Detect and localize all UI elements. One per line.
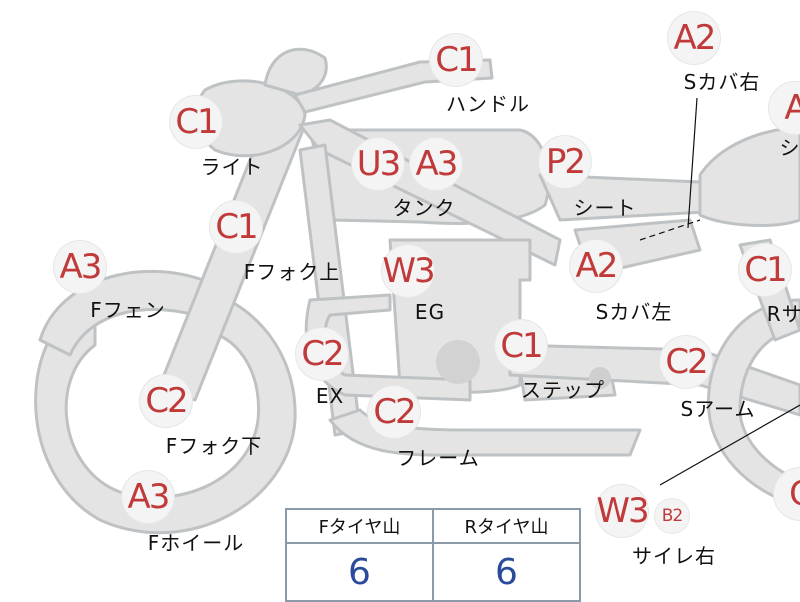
seat-code-badge: P2: [539, 136, 591, 188]
rear-tire-value: 6: [433, 543, 580, 601]
s-cover-left-code-badge: A2: [570, 240, 622, 292]
f-fork-lower-label: Fフォク下: [166, 430, 263, 459]
silencer-code-badge: W3: [596, 485, 648, 537]
step-label: ステップ: [521, 374, 605, 403]
tank-code-badge-2: A3: [410, 138, 462, 190]
front-tire-header: Fタイヤ山: [286, 509, 433, 543]
engine-code-badge: W3: [382, 245, 434, 297]
s-cover-left-label: Sカバ左: [596, 296, 673, 325]
engine-cover-circle: [436, 340, 480, 384]
tank-label: タンク: [393, 192, 456, 221]
light-code-badge: C1: [170, 96, 222, 148]
silencer-right-label: サイレ右: [632, 540, 716, 569]
r-suspension-label: Rサス: [767, 298, 800, 327]
f-fork-upper-label: Fフォク上: [244, 256, 341, 285]
light-label: ライト: [201, 151, 264, 180]
exhaust-code-badge: C2: [296, 328, 348, 380]
swing-arm-code-badge: C2: [660, 336, 712, 388]
frame-code-badge: C2: [368, 386, 420, 438]
f-wheel-label: Fホイール: [148, 527, 245, 556]
front-tire-value: 6: [286, 543, 433, 601]
handle-label: ハンドル: [446, 88, 530, 117]
r-suspension-code-badge: C1: [739, 244, 791, 296]
silencer-subcode-badge: B2: [655, 499, 689, 533]
rear-tire-header: Rタイヤ山: [433, 509, 580, 543]
right-edge-label-1: シ: [780, 132, 800, 161]
frame-label: フレーム: [396, 442, 479, 471]
exhaust-label: EX: [316, 384, 344, 408]
seat-label: シート: [574, 192, 637, 221]
tank-code-badge-1: U3: [352, 138, 404, 190]
f-wheel-code-badge: A3: [122, 471, 174, 523]
step-code-badge: C1: [495, 320, 547, 372]
f-fender-label: Fフェン: [90, 294, 166, 323]
tire-tread-table: Fタイヤ山 Rタイヤ山 6 6: [285, 508, 581, 602]
swing-arm-label: Sアーム: [681, 393, 756, 422]
handle-code-badge: C1: [430, 34, 482, 86]
s-cover-right-code-badge: A2: [668, 12, 720, 64]
f-fork-upper-code-badge: C1: [210, 201, 262, 253]
engine-label: EG: [415, 300, 445, 324]
s-cover-right-label: Sカバ右: [684, 66, 761, 95]
f-fork-lower-code-badge: C2: [140, 375, 192, 427]
f-fender-code-badge: A3: [54, 241, 106, 293]
